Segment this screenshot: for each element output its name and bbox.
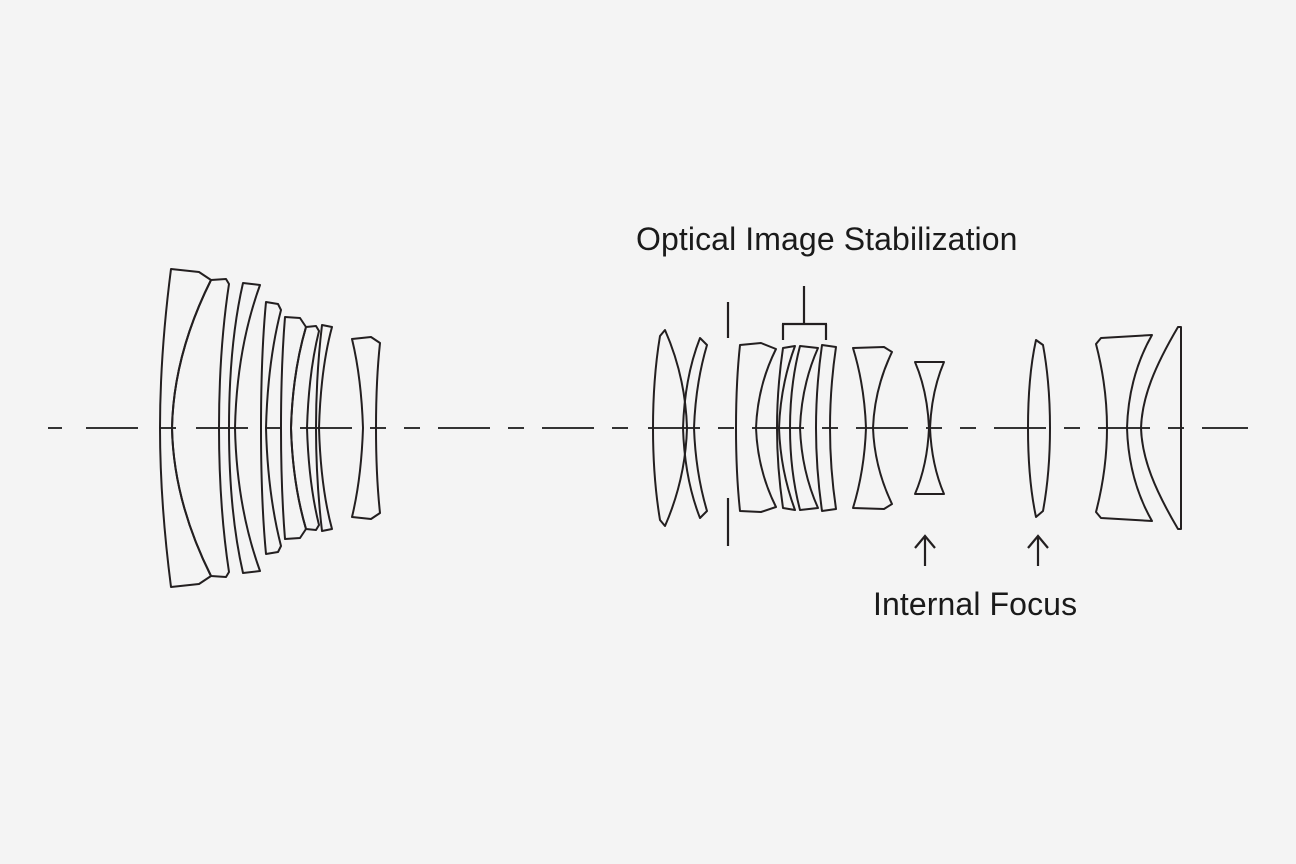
ois-label: Optical Image Stabilization — [636, 221, 1018, 257]
lens-element-15 — [852, 346, 893, 510]
lens-element-17 — [1027, 339, 1051, 518]
lens-element-12 — [776, 345, 796, 511]
lens-element-14 — [815, 344, 837, 512]
lens-element-13 — [789, 345, 819, 511]
lens-element-3 — [228, 282, 261, 574]
lens-element-10 — [682, 337, 708, 519]
internal-focus-arrow-1 — [914, 534, 936, 566]
lens-element-7 — [315, 324, 333, 532]
ois-bracket — [781, 286, 828, 340]
lens-element-4 — [260, 301, 282, 555]
lens-element-2 — [171, 278, 230, 578]
rear-group — [1027, 326, 1182, 530]
lens-element-8 — [351, 336, 381, 520]
front-group — [159, 268, 381, 588]
lens-element-19 — [1140, 326, 1182, 530]
lens-element-11 — [735, 342, 777, 513]
middle-group — [652, 329, 945, 527]
lens-element-6 — [290, 325, 320, 531]
lens-element-18 — [1095, 334, 1153, 522]
internal-focus-arrow-2 — [1027, 534, 1049, 566]
internal-focus-label: Internal Focus — [873, 586, 1077, 622]
lens-element-16 — [914, 361, 945, 495]
